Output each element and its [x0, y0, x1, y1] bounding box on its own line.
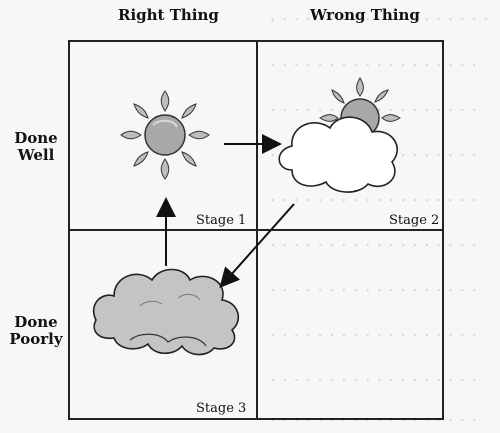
arrow-stage2-to-stage3	[219, 203, 295, 288]
storm-cloud-icon	[92, 268, 240, 356]
stage-3-label: Stage 3	[196, 401, 247, 416]
side-done-well: Done Well	[14, 129, 58, 165]
grid-divider-horizontal	[68, 229, 444, 231]
side-done-poorly: Done Poorly	[9, 313, 63, 349]
stage-2-label: Stage 2	[389, 213, 440, 228]
stage-1-label: Stage 1	[196, 213, 247, 228]
header-right-thing: Right Thing	[118, 6, 219, 24]
sun-behind-cloud-icon	[278, 77, 401, 193]
sun-icon	[120, 90, 210, 180]
header-wrong-thing: Wrong Thing	[310, 6, 420, 24]
